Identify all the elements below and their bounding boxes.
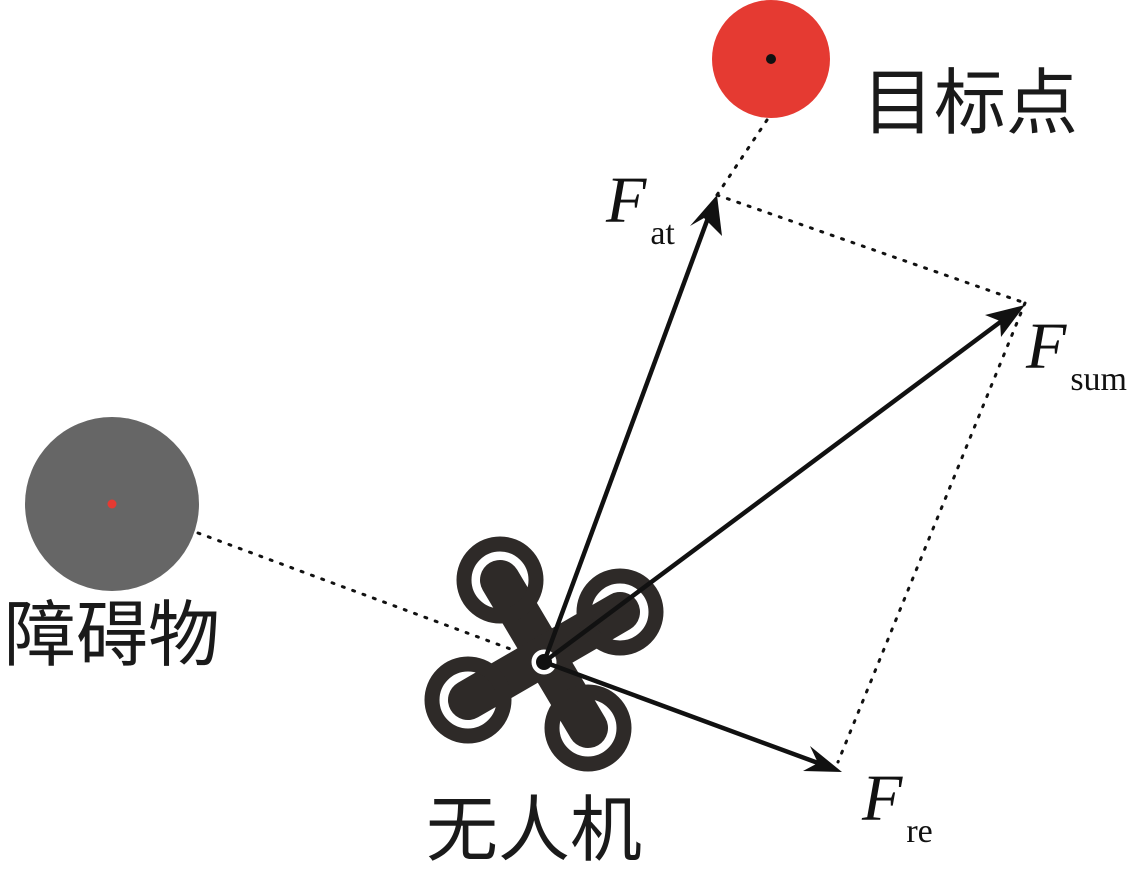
force-vector-attractive [541, 195, 722, 663]
uav-label: 无人机 [426, 788, 642, 869]
force-vector-sum [542, 305, 1025, 664]
target-guide-line [715, 118, 769, 197]
target-label: 目标点 [862, 61, 1078, 145]
uav-origin-point [536, 654, 552, 670]
force-vector-repulsive [543, 659, 842, 772]
parallelogram-top-line [715, 193, 1027, 305]
obstacle-center [107, 499, 117, 509]
target-point-center [766, 54, 776, 64]
obstacle-label: 障碍物 [4, 593, 220, 677]
